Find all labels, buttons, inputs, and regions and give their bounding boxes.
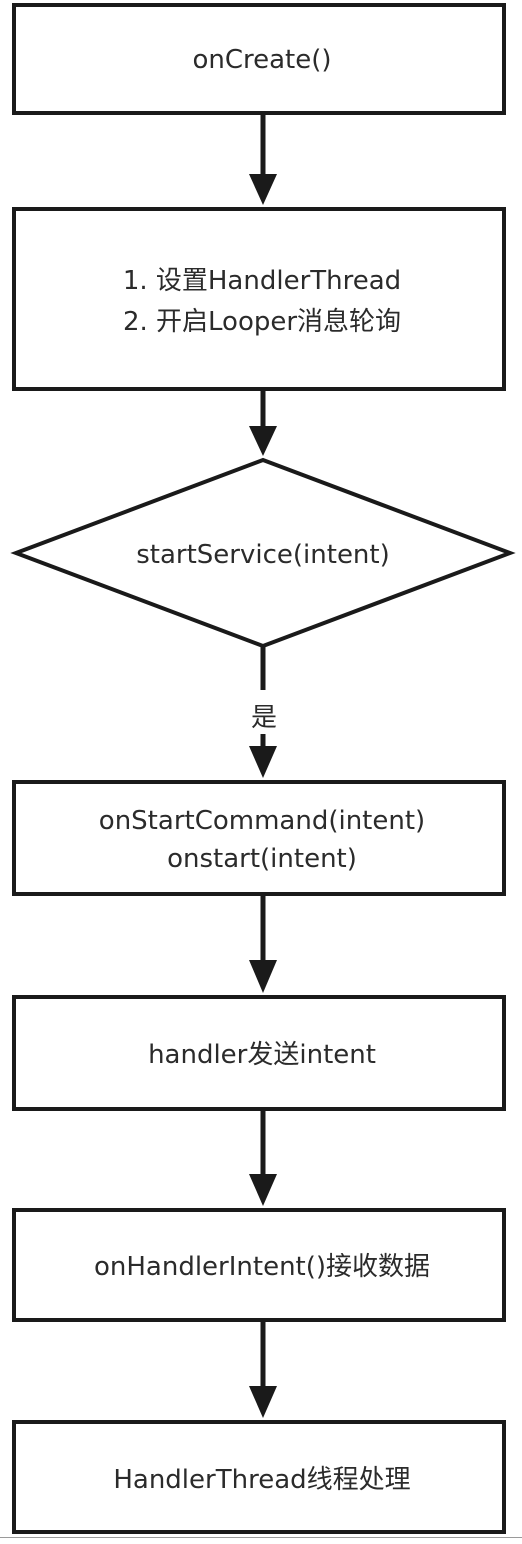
node-oncreate-label: onCreate() bbox=[192, 45, 331, 75]
node-on-start-command-line2: onstart(intent) bbox=[167, 844, 357, 874]
node-oncreate: onCreate() bbox=[12, 3, 506, 115]
node-start-service: startService(intent) bbox=[10, 457, 516, 649]
node-on-start-command: onStartCommand(intent) onstart(intent) bbox=[12, 780, 506, 896]
edge-setup-to-startservice bbox=[249, 389, 277, 456]
edge-handlersend-to-onhandleintent bbox=[249, 1109, 277, 1206]
node-on-handle-intent: onHandlerIntent()接收数据 bbox=[12, 1208, 506, 1322]
edge-onstartcommand-to-handlersend bbox=[249, 894, 277, 993]
edge-yes-label: 是 bbox=[251, 703, 277, 733]
node-start-service-label: startService(intent) bbox=[136, 540, 390, 570]
node-handler-send-label: handler发送intent bbox=[148, 1040, 376, 1070]
edge-onhandleintent-to-threadprocess bbox=[249, 1320, 277, 1418]
node-setup-line2: 2. 开启Looper消息轮询 bbox=[123, 307, 401, 337]
edge-startservice-to-onstartcommand: 是 bbox=[249, 646, 277, 778]
node-handler-send: handler发送intent bbox=[12, 995, 506, 1111]
node-setup: 1. 设置HandlerThread 2. 开启Looper消息轮询 bbox=[12, 207, 506, 391]
node-thread-process: HandlerThread线程处理 bbox=[12, 1420, 506, 1534]
node-setup-line1: 1. 设置HandlerThread bbox=[123, 266, 401, 296]
node-thread-process-label: HandlerThread线程处理 bbox=[113, 1465, 410, 1495]
node-on-handle-intent-label: onHandlerIntent()接收数据 bbox=[94, 1252, 430, 1282]
node-on-start-command-line1: onStartCommand(intent) bbox=[99, 806, 425, 836]
edge-oncreate-to-setup bbox=[249, 113, 277, 205]
